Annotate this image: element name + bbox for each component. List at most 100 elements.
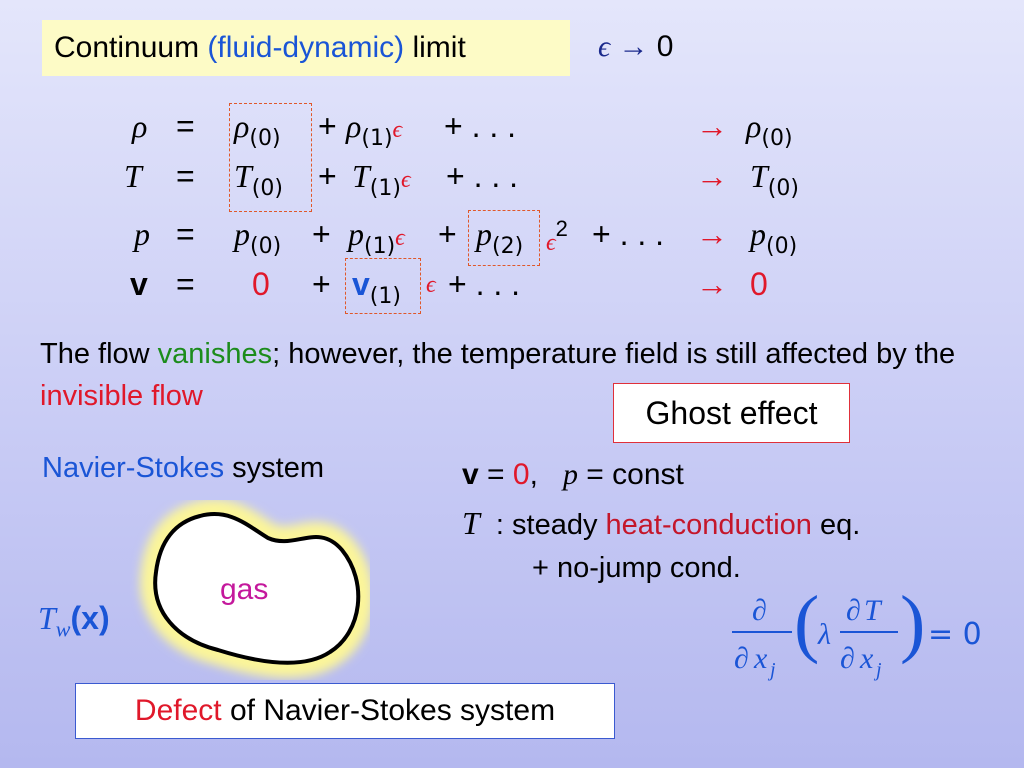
eq-T: T: [864, 594, 883, 627]
eq-partial-top: ∂: [752, 594, 767, 627]
eq-equals-zero: = 0: [928, 617, 982, 652]
para-part1: The flow: [40, 338, 158, 370]
eq-partial-bottom: ∂: [734, 642, 749, 675]
p1-term: p: [348, 216, 364, 252]
eq-left-paren: (: [794, 590, 819, 665]
expansion-row-rho: ρ = ρ(0) + ρ(1)ϵ + . . . → ρ(0): [132, 108, 793, 151]
navier-stokes-heading: Navier-Stokes system: [42, 452, 324, 485]
ns-system: system: [224, 452, 325, 484]
title-continuum: Continuum: [54, 31, 208, 64]
eq-x: x: [753, 642, 768, 675]
gas-boundary: [153, 512, 361, 665]
expansion-row-T: T = T(0) + T(1)ϵ + . . . → T(0): [124, 158, 799, 201]
limit-arrow: →: [618, 30, 649, 63]
eq-right-paren: ): [900, 590, 925, 665]
explanation-text: The flow vanishes; however, the temperat…: [40, 333, 980, 417]
para-part3: ; however, the temperature field is stil…: [272, 338, 956, 370]
T-tail: + . . .: [446, 158, 519, 194]
limit-zero: 0: [656, 30, 674, 63]
cond-const: const: [612, 458, 684, 491]
expansion-row-v: v = 0 + v(1) ϵ + . . . → 0: [130, 266, 768, 309]
eq-j: j: [767, 659, 776, 681]
row-equals: =: [176, 266, 195, 302]
no-jump-condition: + no-jump cond.: [532, 552, 741, 584]
p0-term: p: [234, 216, 250, 252]
row-lhs: ρ: [132, 108, 148, 144]
dashed-box-p2: [468, 210, 540, 266]
para-invisible-flow: invisible flow: [40, 380, 203, 412]
row-lhs: T: [124, 158, 142, 194]
ghost-effect-box: Ghost effect: [613, 383, 850, 443]
p-tail: + . . .: [592, 216, 665, 252]
p-epsilon: ϵ: [395, 225, 405, 251]
v-result: 0: [750, 266, 768, 302]
wall-temperature-label: Tw(x): [38, 600, 110, 642]
p-power: 2: [555, 216, 568, 241]
p-arrow: →: [696, 216, 728, 252]
expansion-row-p: p = p(0) + p(1)ϵ + p(2) ϵ2 + . . . → p(0…: [134, 216, 798, 259]
gas-domain-shape: [140, 500, 370, 678]
p0-sub: (0): [250, 234, 282, 259]
cond-eq2: =: [586, 458, 604, 491]
tw-w: w: [55, 616, 71, 642]
title-limit: limit: [404, 31, 466, 64]
rho-result: ρ: [746, 108, 762, 144]
eq-partial-bottom-2: ∂: [840, 642, 855, 675]
steady-s1: : steady: [487, 509, 606, 541]
cond-p: p: [562, 458, 578, 491]
defect-word: Defect: [134, 694, 222, 727]
v-arrow: →: [696, 266, 728, 302]
gas-label: gas: [220, 573, 269, 606]
para-vanishes: vanishes: [157, 338, 273, 370]
T-result: T: [750, 158, 768, 194]
ns-name: Navier-Stokes: [42, 452, 225, 484]
p1-sub: (1): [364, 234, 396, 259]
heat-conduction-equation: ∂ ∂ x j ( λ ∂ T ∂ x j ) = 0: [732, 590, 982, 681]
p2-sub: (2): [492, 234, 524, 259]
eq-partial-top-2: ∂: [846, 594, 861, 627]
T1-term: T: [352, 158, 370, 194]
tw-T: T: [38, 600, 56, 636]
title-fluid-dynamic: (fluid-dynamic): [207, 31, 405, 64]
cond-zero: 0: [512, 458, 530, 491]
defect-rest: of Navier-Stokes system: [221, 694, 556, 727]
steady-T: T: [462, 505, 480, 541]
limit-epsilon: ϵ: [598, 30, 611, 63]
rho-epsilon: ϵ: [392, 117, 403, 143]
steady-heat-conduction: heat-conduction: [605, 509, 812, 541]
eq-x-2: x: [859, 642, 874, 675]
p-epsilon-squared: ϵ: [546, 230, 556, 256]
eq-lambda: λ: [817, 618, 831, 651]
tw-arg: (x): [70, 600, 110, 636]
T-arrow: →: [696, 158, 728, 194]
T1-sub: (1): [369, 176, 401, 201]
slide-title: Continuum (fluid-dynamic) limit: [42, 20, 570, 76]
rho0-term: ρ: [234, 108, 250, 144]
rho1-sub: (1): [361, 126, 393, 151]
rho0-sub: (0): [249, 126, 281, 151]
row-lhs: p: [134, 216, 150, 252]
eq-j-2: j: [873, 659, 882, 681]
dashed-box-v1: [345, 258, 421, 314]
v1-term: v: [352, 266, 370, 302]
defect-box: Defect of Navier-Stokes system: [75, 683, 615, 739]
flow-conditions: v = 0, p = const: [462, 458, 684, 492]
p-result-sub: (0): [766, 234, 798, 259]
dashed-box-leading-terms: [229, 103, 312, 212]
row-equals: =: [176, 158, 195, 194]
rho-result-sub: (0): [761, 126, 793, 151]
cond-v: v: [462, 458, 479, 491]
row-lhs: v: [130, 266, 148, 302]
steady-heat-line: T : steady heat-conduction eq.: [462, 505, 860, 542]
steady-eq: eq.: [811, 509, 861, 541]
v-tail: + . . .: [448, 266, 521, 302]
cond-comma: ,: [529, 458, 538, 491]
cond-eq1: =: [487, 458, 505, 491]
v0-term: 0: [252, 266, 270, 302]
T0-sub: (0): [251, 176, 283, 201]
T0-term: T: [234, 158, 252, 194]
row-equals: =: [176, 216, 195, 252]
v1-sub: (1): [369, 284, 401, 309]
p-result: p: [750, 216, 766, 252]
rho-arrow: →: [696, 108, 728, 144]
